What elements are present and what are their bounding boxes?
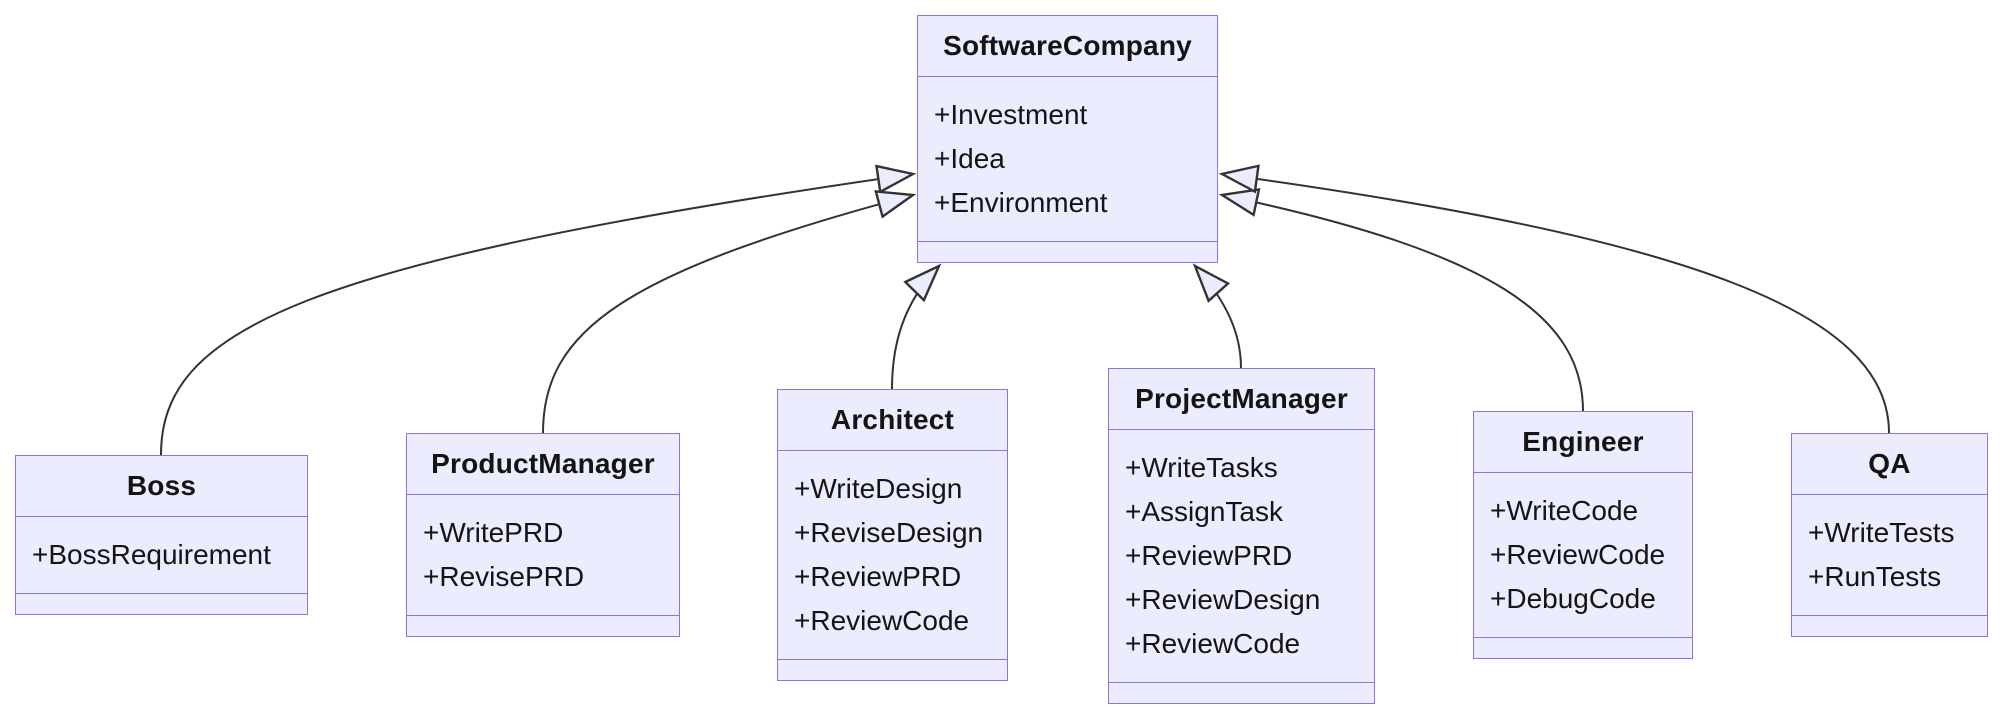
class-member: +AssignTask <box>1125 496 1283 527</box>
class-member: +WritePRD <box>423 517 564 548</box>
class-architect: Architect +WriteDesign +ReviseDesign +Re… <box>777 389 1008 681</box>
class-boss: Boss +BossRequirement <box>15 455 308 615</box>
class-title: ProjectManager <box>1135 383 1348 414</box>
edge-architect-inherits-softwarecompany <box>891 263 942 390</box>
class-member: +ReviewPRD <box>1125 540 1293 571</box>
class-member: +ReviseDesign <box>794 517 984 548</box>
class-title: Architect <box>830 404 955 435</box>
class-engineer: Engineer +WriteCode +ReviewCode +DebugCo… <box>1473 411 1693 659</box>
class-projectmanager: ProjectManager +WriteTasks +AssignTask +… <box>1108 368 1375 704</box>
class-member: +ReviewPRD <box>794 561 962 592</box>
class-title: SoftwareCompany <box>943 30 1192 61</box>
class-member: +BossRequirement <box>32 539 271 570</box>
edge-boss-inherits-softwarecompany <box>160 164 917 456</box>
class-title: ProductManager <box>431 448 655 479</box>
edge-qa-inherits-softwarecompany <box>1218 164 1890 434</box>
class-members: +WritePRD +RevisePRD <box>407 494 679 616</box>
class-footer <box>1109 683 1374 703</box>
class-title: Boss <box>126 470 197 501</box>
class-member: +Idea <box>934 143 1005 174</box>
edge-productmanager-inherits-softwarecompany <box>542 190 917 434</box>
class-members: +WriteTasks +AssignTask +ReviewPRD +Revi… <box>1109 429 1374 683</box>
class-footer <box>1474 638 1692 658</box>
edge-engineer-inherits-softwarecompany <box>1218 187 1584 412</box>
class-softwarecompany: SoftwareCompany +Investment +Idea +Envir… <box>917 15 1218 263</box>
class-member: +WriteTasks <box>1125 452 1278 483</box>
class-member: +WriteTests <box>1808 517 1955 548</box>
class-member: +DebugCode <box>1490 583 1656 614</box>
class-members: +BossRequirement <box>16 516 307 594</box>
class-member: +ReviewDesign <box>1125 584 1321 615</box>
class-footer <box>16 594 307 614</box>
class-member: +WriteCode <box>1490 495 1639 526</box>
class-productmanager: ProductManager +WritePRD +RevisePRD <box>406 433 680 637</box>
class-members: +Investment +Idea +Environment <box>918 76 1217 242</box>
class-member: +ReviewCode <box>794 605 970 636</box>
class-member: +Environment <box>934 187 1108 218</box>
class-member: +ReviewCode <box>1490 539 1666 570</box>
class-members: +WriteDesign +ReviseDesign +ReviewPRD +R… <box>778 450 1007 660</box>
class-member: +Investment <box>934 99 1088 130</box>
edge-projectmanager-inherits-softwarecompany <box>1192 263 1242 369</box>
class-qa: QA +WriteTests +RunTests <box>1791 433 1988 637</box>
class-member: +WriteDesign <box>794 473 963 504</box>
class-member: +RunTests <box>1808 561 1942 592</box>
class-footer <box>778 660 1007 680</box>
class-member: +RevisePRD <box>423 561 585 592</box>
class-title: QA <box>1868 448 1911 479</box>
class-title: Engineer <box>1522 426 1644 457</box>
class-members: +WriteTests +RunTests <box>1792 494 1987 616</box>
class-footer <box>407 616 679 636</box>
class-members: +WriteCode +ReviewCode +DebugCode <box>1474 472 1692 638</box>
class-footer <box>918 242 1217 262</box>
class-member: +ReviewCode <box>1125 628 1301 659</box>
class-footer <box>1792 616 1987 636</box>
